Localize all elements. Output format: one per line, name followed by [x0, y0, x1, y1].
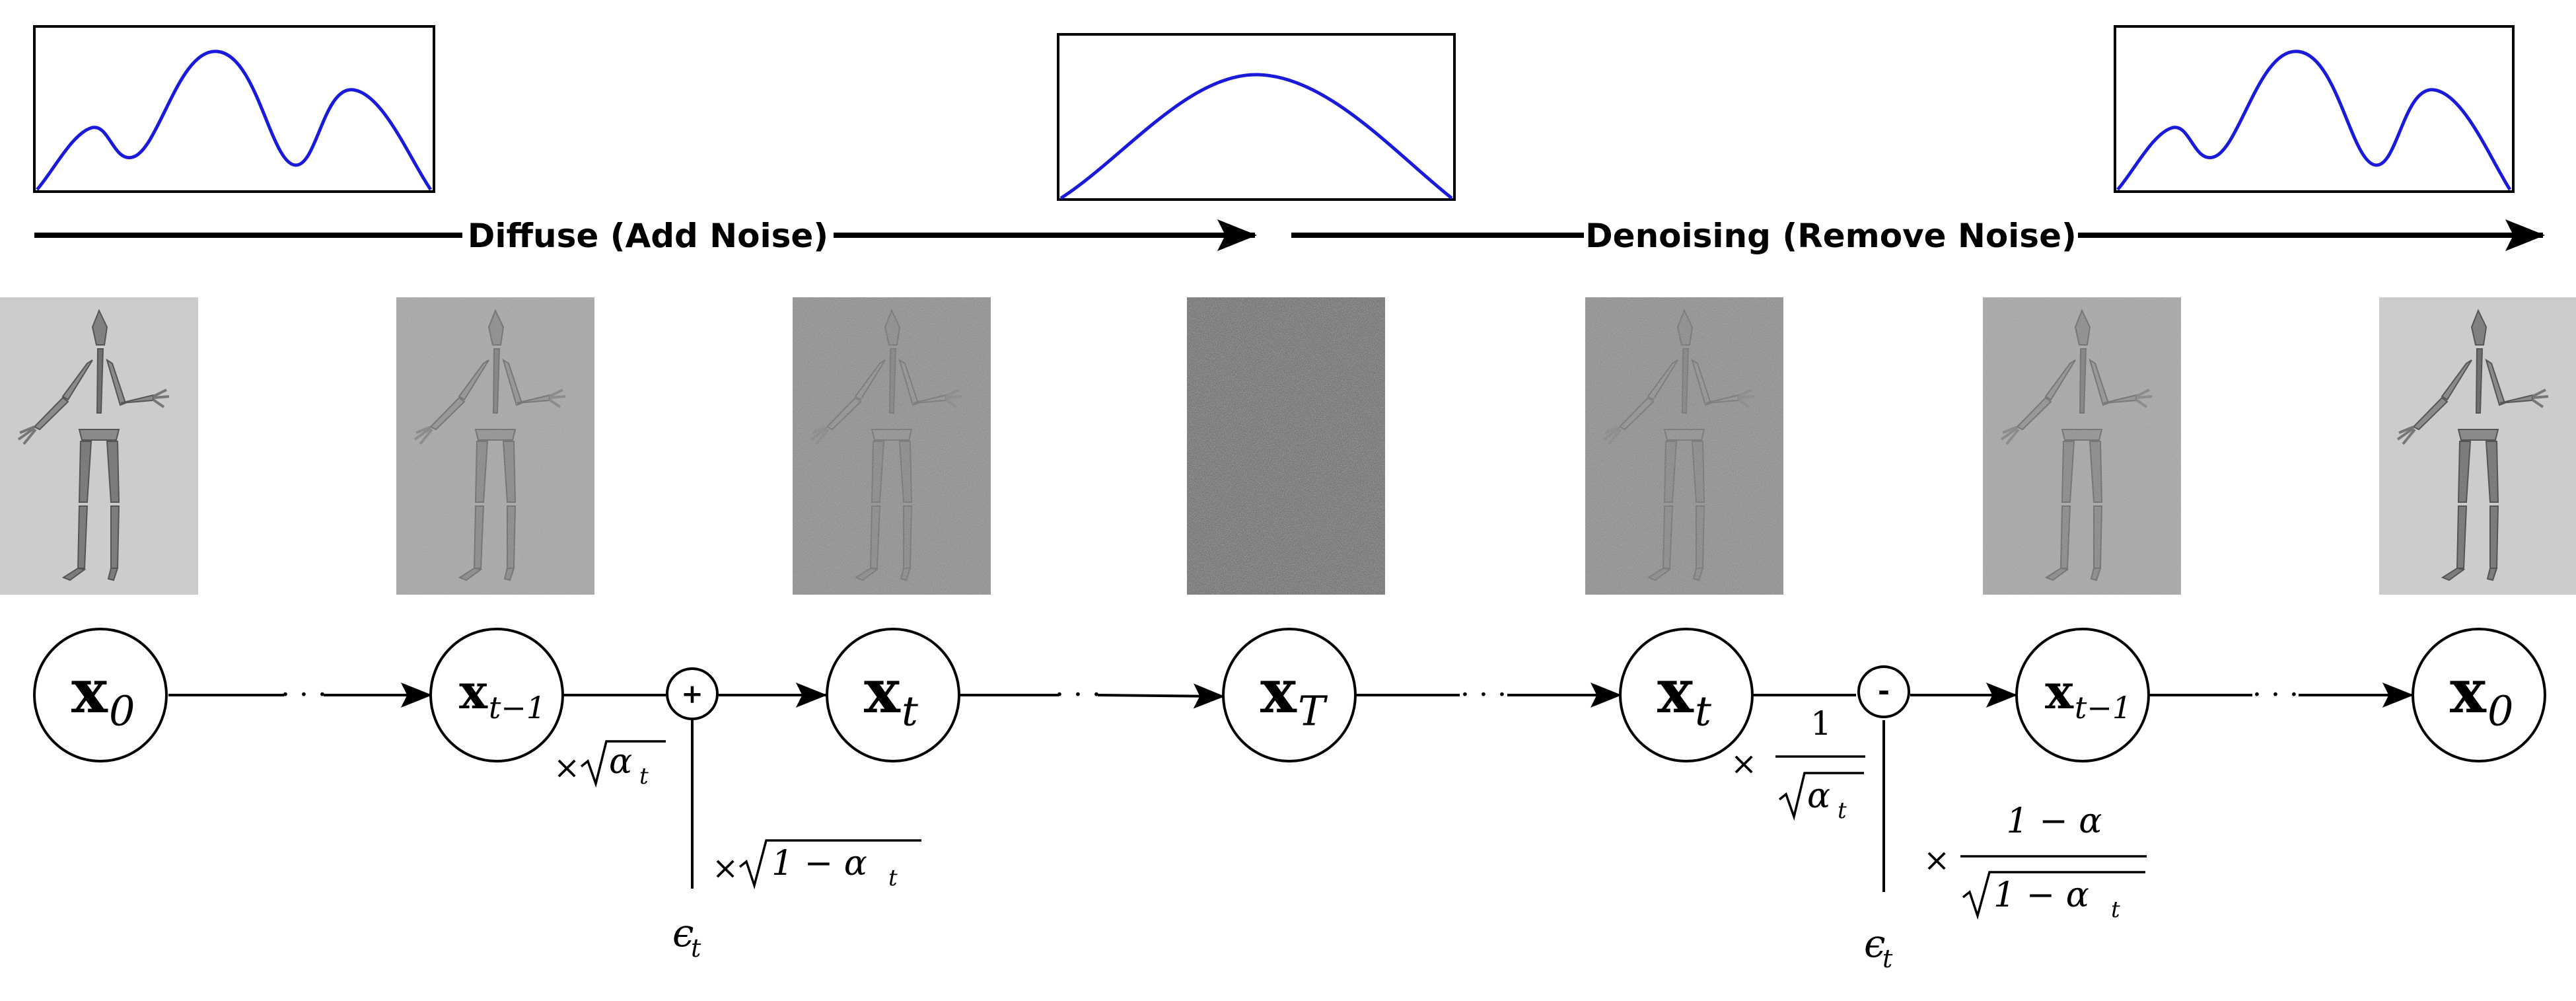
node-subscript: t−1 [2075, 690, 2131, 725]
node-subscript: t [1695, 687, 1711, 735]
noise-overlay [1983, 297, 2181, 595]
node-subscript: 0 [109, 687, 135, 735]
gaussian-density-curve [1059, 73, 1453, 200]
svg-text:t: t [2111, 897, 2120, 923]
ellipsis: · · · [1055, 678, 1101, 712]
node-subscript: 0 [2487, 687, 2513, 735]
subtract-operator [1857, 665, 1910, 718]
remove-noise-branch: - [1857, 665, 1910, 892]
noise-overlay [1187, 297, 1385, 595]
svg-text:α: α [609, 742, 632, 782]
pose-frame [1983, 297, 2181, 595]
node-subscript: t [902, 687, 918, 735]
svg-text:t: t [1882, 944, 1893, 973]
data-density-curve [36, 50, 433, 191]
coef-sqrt-one-minus-alpha: × 1 − α t [712, 839, 921, 891]
add-operator [666, 667, 719, 720]
noise-epsilon-forward: ϵ t [672, 910, 701, 963]
noise-epsilon-reverse: ϵ t [1864, 921, 1893, 973]
svg-text:ϵ: ϵ [672, 910, 694, 955]
distribution-plot-noise [1057, 33, 1456, 201]
distribution-plot-data [33, 25, 435, 193]
node-symbol: x [71, 655, 108, 727]
pose-frames [0, 297, 2576, 595]
node-symbol: x [864, 655, 901, 727]
node-symbol: x [2450, 655, 2487, 727]
svg-text:t: t [888, 865, 898, 891]
pose-frame [2379, 297, 2576, 595]
add-symbol: + [681, 679, 703, 710]
svg-text:×: × [554, 749, 580, 786]
svg-text:×: × [712, 850, 738, 887]
node-symbol: x [459, 663, 488, 720]
pose-frame [1187, 297, 1385, 595]
subtract-symbol: - [1878, 674, 1890, 708]
node-subscript: T [1298, 687, 1328, 735]
noise-overlay [1585, 297, 1783, 595]
svg-text:t: t [1838, 797, 1847, 824]
node-symbol: x [2045, 663, 2074, 720]
svg-text:ϵ: ϵ [1864, 921, 1885, 966]
coef-inv-sqrt-alpha: × 1 α t [1731, 704, 1865, 824]
noise-overlay [396, 297, 594, 595]
denoise-label: Denoising (Remove Noise) [1585, 217, 2077, 255]
coef-noise-scale: × 1 − α 1 − α t [1923, 801, 2147, 923]
node-symbol: x [1260, 655, 1297, 727]
svg-text:t: t [691, 934, 701, 963]
recovered-density-curve [2116, 50, 2512, 191]
svg-text:×: × [1731, 745, 1757, 782]
add-noise-branch: + [666, 667, 719, 889]
svg-text:α: α [1807, 776, 1830, 816]
svg-text:1 − α: 1 − α [1993, 875, 2089, 915]
ellipsis: · · · [2252, 678, 2299, 712]
svg-text:t: t [639, 763, 649, 790]
diffuse-label: Diffuse (Add Noise) [468, 217, 828, 255]
coef-sqrt-alpha: × α t [554, 740, 666, 790]
ellipsis: · · · [1460, 678, 1507, 712]
svg-text:1: 1 [1810, 704, 1832, 743]
noise-overlay [793, 297, 991, 595]
ellipsis: · · · [281, 678, 327, 712]
pose-frame [396, 297, 594, 595]
pose-frame [0, 297, 198, 595]
svg-text:×: × [1923, 842, 1950, 879]
pose-frame [793, 297, 991, 595]
chain-connector [959, 683, 1225, 709]
distribution-plot-recovered [2114, 25, 2515, 193]
node-subscript: t−1 [489, 690, 546, 725]
svg-text:1 − α: 1 − α [2007, 801, 2102, 841]
svg-text:1 − α: 1 − α [771, 844, 867, 883]
pose-frame [1585, 297, 1783, 595]
node-symbol: x [1657, 655, 1694, 727]
